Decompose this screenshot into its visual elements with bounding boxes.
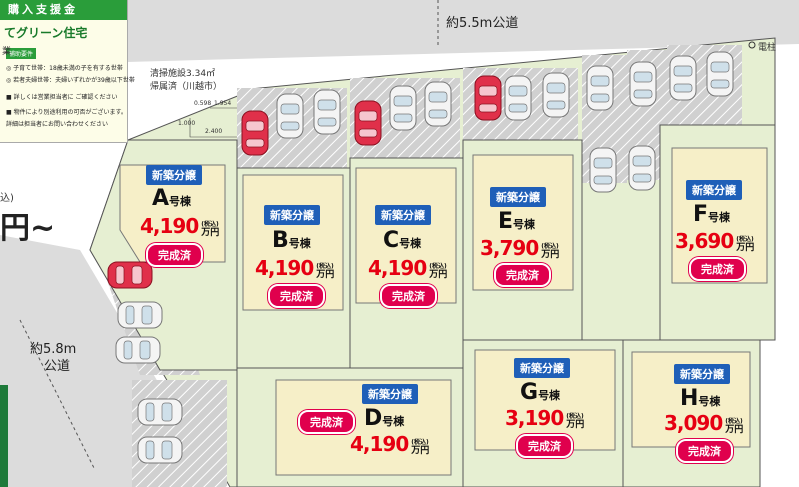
dimension-label: 1.954 <box>214 100 232 107</box>
price-yen-text: 円~ <box>0 211 56 246</box>
lot-c-status: 完成済 <box>380 284 437 308</box>
house-c <box>355 167 457 304</box>
pole-label: 電柱 <box>758 43 777 53</box>
cleaning-facility-note: 清掃施設3.34㎡ <box>150 69 216 79</box>
lot-h-status: 完成済 <box>676 439 733 463</box>
top-road-label: 約5.5m公道 <box>446 16 519 31</box>
lot-g-letter: G <box>520 380 539 405</box>
lot-g-badge: 新築分譲 <box>514 358 570 378</box>
lot-b-name: B号棟 <box>272 228 311 253</box>
lot-b-price-value: 4,190 <box>255 256 314 280</box>
lot-h-price: 3,090(税込)万円 <box>664 411 743 435</box>
lot-d-price-value: 4,190 <box>350 432 409 456</box>
lot-b-price: 4,190(税込)万円 <box>255 256 334 280</box>
lot-g-name: G号棟 <box>520 380 560 405</box>
dimension-label: 2.400 <box>205 128 223 135</box>
lot-a-tax: (税込) <box>201 221 219 228</box>
lot-h-tax: (税込) <box>725 418 743 425</box>
parking-strip <box>132 380 227 487</box>
left-road-label-1: 約5.8m <box>30 342 77 357</box>
lot-c-badge: 新築分譲 <box>375 205 431 225</box>
lot-d-letter: D <box>364 406 383 431</box>
lot-g-unit: 万円 <box>566 420 585 430</box>
banner-line: ■ 詳しくは営業担当者に ご確認ください <box>6 94 118 101</box>
subsidy-banner: 購入支援金 てグリーン住宅 業 補助要件 ◎ 子育て世帯：18歳未満の子を有する… <box>0 0 135 143</box>
cleaning-facility-note: 帰属済（川越市） <box>150 82 223 92</box>
lot-d-tax: (税込) <box>411 439 429 446</box>
lot-a-name: A号棟 <box>152 186 191 211</box>
banner-line: ■ 物件により別途利用の可否がございます。 <box>6 109 127 116</box>
lot-a-price: 4,190(税込)万円 <box>140 214 219 238</box>
lot-e-tax: (税込) <box>541 243 559 250</box>
lot-h-letter: H <box>680 386 699 411</box>
lot-b-badge: 新築分譲 <box>264 205 320 225</box>
lot-c-price: 4,190(税込)万円 <box>368 256 447 280</box>
banner-side-char: 業 <box>2 47 12 57</box>
lot-e-suffix: 号棟 <box>513 218 536 231</box>
banner-title: 購入支援金 <box>0 0 127 20</box>
green-edge-strip <box>0 385 8 487</box>
lot-f-unit: 万円 <box>736 243 755 253</box>
lot-g-price: 3,190(税込)万円 <box>505 406 584 430</box>
lot-a-price-value: 4,190 <box>140 214 199 238</box>
lot-e-badge: 新築分譲 <box>490 187 546 207</box>
banner-line: 詳細は担当者にお問い合わせください <box>6 121 109 128</box>
lot-a-unit: 万円 <box>201 228 220 238</box>
lot-b-tax: (税込) <box>316 263 334 270</box>
lot-b-status: 完成済 <box>268 284 325 308</box>
lot-f-suffix: 号棟 <box>708 211 731 224</box>
lot-h-badge: 新築分譲 <box>674 364 730 384</box>
banner-line: ◎ 子育て世帯：18歳未満の子を有する世帯 <box>6 65 123 72</box>
lot-e-price: 3,790(税込)万円 <box>480 236 559 260</box>
banner-tag: 補助要件 <box>6 48 37 59</box>
lot-h-suffix: 号棟 <box>698 395 721 408</box>
lot-d-status: 完成済 <box>298 410 355 434</box>
lot-e-unit: 万円 <box>541 250 560 260</box>
lot-c-unit: 万円 <box>429 270 448 280</box>
lot-a-suffix: 号棟 <box>169 195 192 208</box>
banner-line: ◎ 若者夫婦世帯：夫婦いずれかが39歳以下世帯 <box>6 77 135 84</box>
lot-h-unit: 万円 <box>725 425 744 435</box>
lot-h-name: H号棟 <box>680 386 720 411</box>
lot-d-suffix: 号棟 <box>382 415 405 428</box>
dimension-label: 1.000 <box>178 120 196 127</box>
pole-icon <box>748 41 756 49</box>
lot-a-status: 完成済 <box>146 243 203 267</box>
lot-a-badge: 新築分譲 <box>146 165 202 185</box>
lot-c-letter: C <box>383 228 400 253</box>
lot-d-unit: 万円 <box>411 446 430 456</box>
lot-g-tax: (税込) <box>566 413 584 420</box>
left-road-label-2: 公道 <box>44 359 71 374</box>
dimension-label: 0.598 <box>194 100 212 107</box>
banner-subtitle: てグリーン住宅 <box>4 26 88 40</box>
top-road <box>125 0 799 62</box>
lot-g-suffix: 号棟 <box>538 389 561 402</box>
lot-f-price: 3,690(税込)万円 <box>675 229 754 253</box>
price-tax-suffix: 込) <box>0 193 14 204</box>
lot-c-tax: (税込) <box>429 263 447 270</box>
lot-c-price-value: 4,190 <box>368 256 427 280</box>
lot-d-badge: 新築分譲 <box>362 384 418 404</box>
lot-g-status: 完成済 <box>516 434 573 458</box>
lot-b-suffix: 号棟 <box>288 237 311 250</box>
lot-h-price-value: 3,090 <box>664 411 723 435</box>
lot-a-letter: A <box>152 186 170 211</box>
lot-g-price-value: 3,190 <box>505 406 564 430</box>
lot-f-name: F号棟 <box>693 202 730 227</box>
lot-e-name: E号棟 <box>498 209 535 234</box>
lot-f-status: 完成済 <box>689 257 746 281</box>
lot-f-badge: 新築分譲 <box>686 180 742 200</box>
lot-f-price-value: 3,690 <box>675 229 734 253</box>
lot-d-price: 4,190(税込)万円 <box>350 432 429 456</box>
lot-f-tax: (税込) <box>736 236 754 243</box>
lot-b-letter: B <box>272 228 289 253</box>
lot-e-status: 完成済 <box>494 263 551 287</box>
lot-e-price-value: 3,790 <box>480 236 539 260</box>
lot-e-letter: E <box>498 209 514 234</box>
lot-b-unit: 万円 <box>316 270 335 280</box>
lot-c-suffix: 号棟 <box>399 237 422 250</box>
lot-d-name: D号棟 <box>364 406 404 431</box>
lot-f-letter: F <box>693 202 709 227</box>
lot-c-name: C号棟 <box>383 228 421 253</box>
